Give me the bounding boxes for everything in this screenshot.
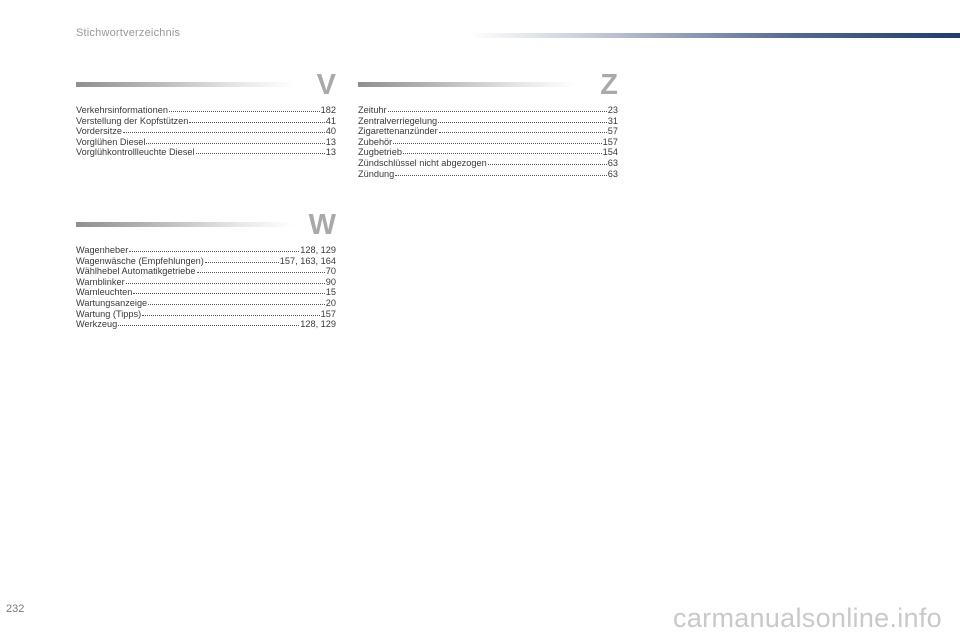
dot-leader: [402, 146, 602, 155]
dot-leader: [118, 318, 300, 327]
header-gradient-bar: [470, 33, 960, 38]
dot-leader: [204, 255, 279, 263]
index-pages: 31: [607, 115, 618, 126]
index-pages: 157: [602, 136, 618, 147]
section-z-letter: Z: [600, 69, 618, 101]
index-term: Warnblinker: [76, 276, 125, 287]
index-entry: Warnblinker 90: [76, 277, 336, 288]
index-pages: 20: [325, 297, 336, 308]
index-entry: Wählhebel Automatikgetriebe 70: [76, 266, 336, 277]
index-pages: 70: [325, 266, 336, 277]
index-term: Zündschlüssel nicht abgezogen: [358, 157, 487, 168]
index-term: Wagenheber: [76, 245, 129, 255]
index-term: Zündung: [358, 168, 395, 179]
index-entry: Verkehrsinformationen 182: [76, 105, 336, 116]
index-term: Verstellung der Kopfstützen: [76, 115, 189, 126]
index-term: Verkehrsinformationen: [76, 105, 168, 115]
dot-leader: [196, 265, 325, 274]
index-entry: Warnleuchten 15: [76, 287, 336, 298]
index-term: Zubehör: [358, 136, 393, 147]
dot-leader: [189, 115, 325, 123]
dot-leader: [168, 104, 320, 112]
index-entry: Wartungsanzeige 20: [76, 298, 336, 309]
index-entry: Werkzeug 128, 129: [76, 319, 336, 330]
index-entry: Vorglühkontrollleuchte Diesel 13: [76, 147, 336, 158]
page-number: 232: [6, 603, 25, 615]
index-entry: Vorglühen Diesel 13: [76, 137, 336, 148]
index-pages: 13: [325, 147, 336, 158]
dot-leader: [195, 146, 325, 155]
index-pages: 23: [607, 105, 618, 115]
index-term: Zigarettenanzünder: [358, 126, 438, 137]
index-term: Vorglühen Diesel: [76, 136, 146, 147]
index-entry: Wagenheber 128, 129: [76, 245, 336, 256]
index-term: Wartung (Tipps): [76, 308, 142, 319]
index-term: Zentralverriegelung: [358, 115, 438, 126]
section-title: Stichwortverzeichnis: [76, 27, 181, 39]
index-term: Vorglühkontrollleuchte Diesel: [76, 147, 195, 158]
dot-leader: [146, 136, 325, 144]
index-pages: 182: [320, 105, 336, 115]
dot-leader: [487, 157, 607, 165]
dot-leader: [387, 104, 607, 112]
index-term: Warnleuchten: [76, 287, 133, 298]
index-pages: 154: [602, 147, 618, 158]
index-entry: Zugbetrieb 154: [358, 147, 618, 158]
index-term: Zugbetrieb: [358, 147, 402, 158]
index-pages: 128, 129: [300, 319, 336, 330]
index-entry: Zeituhr 23: [358, 105, 618, 116]
section-w-letter: W: [308, 209, 336, 241]
section-v-letter: V: [316, 69, 336, 101]
index-entry: Zündschlüssel nicht abgezogen 63: [358, 158, 618, 169]
section-w-divider: [76, 222, 294, 227]
index-entry: Wagenwäsche (Empfehlungen) 157, 163, 164: [76, 256, 336, 267]
dot-leader: [142, 308, 320, 316]
dot-leader: [122, 125, 325, 134]
dot-leader: [148, 297, 325, 305]
index-term: Wählhebel Automatikgetriebe: [76, 266, 196, 277]
index-entry: Zigarettenanzünder 57: [358, 126, 618, 137]
index-pages: 90: [325, 276, 336, 287]
dot-leader: [438, 115, 607, 123]
dot-leader: [438, 125, 607, 134]
index-term: Zeituhr: [358, 105, 387, 115]
index-pages: 15: [325, 287, 336, 298]
dot-leader: [125, 276, 325, 284]
index-entry: Wartung (Tipps) 157: [76, 309, 336, 320]
dot-leader: [395, 168, 607, 176]
watermark: carmanualsonline.info: [673, 603, 942, 633]
section-v-divider: [76, 82, 294, 87]
dot-leader: [133, 286, 325, 295]
index-term: Werkzeug: [76, 319, 118, 330]
index-entry: Zentralverriegelung 31: [358, 116, 618, 127]
dot-leader: [393, 136, 602, 144]
index-pages: 63: [607, 157, 618, 168]
index-term: Vordersitze: [76, 126, 122, 137]
index-entry: Vordersitze 40: [76, 126, 336, 137]
index-pages: 128, 129: [300, 245, 336, 255]
index-entry: Verstellung der Kopfstützen 41: [76, 116, 336, 127]
index-pages: 13: [325, 136, 336, 147]
index-pages: 157: [320, 308, 336, 319]
index-pages: 157, 163, 164: [279, 255, 336, 266]
index-pages: 57: [607, 126, 618, 137]
index-pages: 63: [607, 168, 618, 179]
section-z-divider: [358, 82, 576, 87]
dot-leader: [129, 244, 300, 252]
index-term: Wartungsanzeige: [76, 297, 148, 308]
index-pages: 40: [325, 126, 336, 137]
index-entry: Zündung 63: [358, 169, 618, 180]
index-pages: 41: [325, 115, 336, 126]
index-term: Wagenwäsche (Empfehlungen): [76, 255, 204, 266]
index-entry: Zubehör 157: [358, 137, 618, 148]
